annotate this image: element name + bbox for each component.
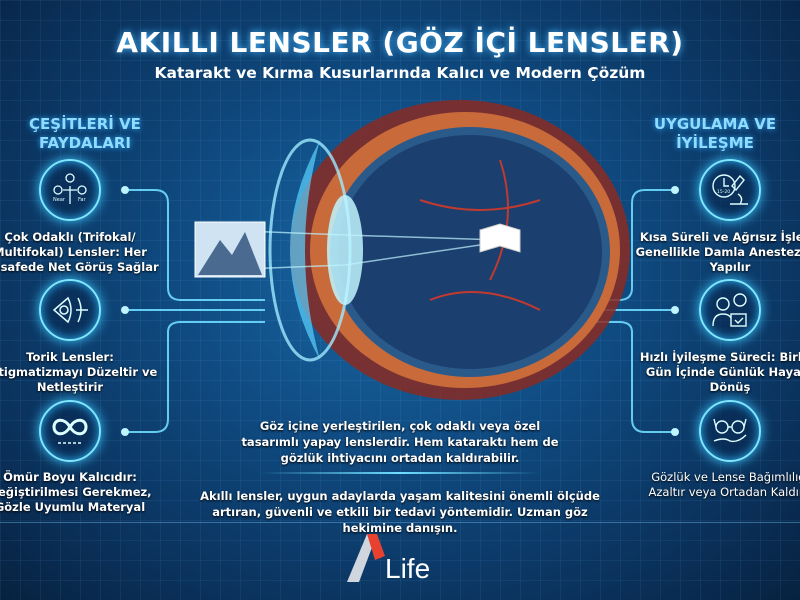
- infinity-icon: [52, 418, 88, 444]
- divider: [260, 472, 540, 474]
- svg-text:Near: Near: [53, 197, 66, 203]
- svg-text:15-20: 15-20: [717, 189, 730, 195]
- logo-a-mark: Life: [347, 534, 430, 584]
- page-subtitle: Katarakt ve Kırma Kusurlarında Kalıcı ve…: [154, 64, 646, 82]
- left-item-3-text: Ömür Boyu Kalıcıdır: Değiştirilmesi Gere…: [0, 470, 152, 514]
- left-item-1-circle: Near Far: [39, 159, 101, 221]
- left-heading: ÇEŞİTLERİ VE FAYDALARI: [29, 115, 141, 152]
- right-item-2-circle: [699, 279, 761, 341]
- svg-text:Far: Far: [78, 197, 86, 203]
- page-title: AKILLI LENSLER (GÖZ İÇİ LENSLER): [116, 26, 684, 59]
- left-item-1-text: Çok Odaklı (Trifokal/ Multifokal) Lensle…: [0, 230, 159, 274]
- eye-anatomy-illustration: [194, 100, 630, 400]
- left-item-2-circle: [39, 279, 101, 341]
- footer-divider: [0, 522, 800, 523]
- left-item-3-circle: [39, 400, 101, 462]
- right-heading: UYGULAMA VE İYİLEŞME: [653, 115, 777, 152]
- left-item-2-text: Torik Lensler: Astigmatizmayı Düzeltir v…: [0, 350, 158, 394]
- right-item-2-text: Hızlı İyileşme Süreci: Birkaç Gün İçinde…: [639, 350, 800, 394]
- near-far-focus-icon: Near Far: [53, 173, 87, 204]
- alife-logo: Life: [345, 530, 455, 585]
- right-item-3-circle: [699, 400, 761, 462]
- glasses-hand-icon: [713, 418, 747, 443]
- right-item-1-text: Kısa Süreli ve Ağrısız İşlem: Genellikle…: [635, 230, 800, 274]
- center-description: Göz içine yerleştirilen, çok odaklı veya…: [241, 419, 559, 465]
- right-item-3-text: Gözlük ve Lense Bağımlılığı Azaltır veya…: [648, 470, 800, 499]
- right-item-1-circle: 15-20: [699, 159, 761, 221]
- toric-lens-eye-icon: [52, 296, 88, 324]
- clock-microscope-icon: 15-20: [712, 174, 748, 205]
- person-calendar-icon: [712, 293, 747, 327]
- center-conclusion: Akıllı lensler, uygun adaylarda yaşam ka…: [200, 489, 600, 535]
- svg-text:Life: Life: [385, 553, 430, 584]
